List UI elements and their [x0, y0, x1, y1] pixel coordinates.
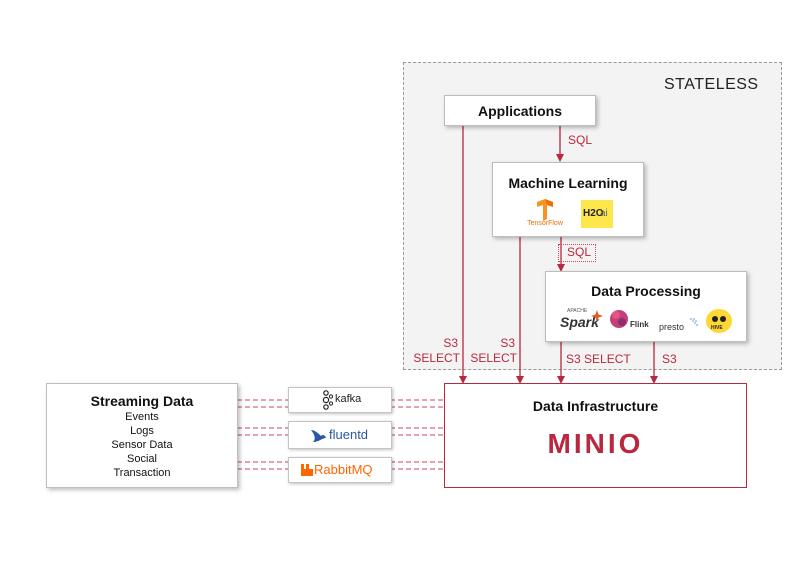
- flink-text: Flink: [630, 320, 649, 329]
- s3-select-mid-label: S3 SELECT: [467, 336, 517, 366]
- s3-select-left-label: S3 SELECT: [410, 336, 460, 366]
- streaming-dashed-lines: [237, 399, 444, 470]
- hive-text: HIVE: [711, 325, 723, 331]
- rabbitmq-icon: [301, 464, 313, 476]
- flink-squirrel-icon: [610, 310, 628, 328]
- spark-star-icon: [591, 310, 603, 322]
- sql-label-2-box: [558, 244, 596, 262]
- hive-logo: HIVE: [704, 307, 734, 335]
- streaming-item: Transaction: [113, 467, 171, 479]
- data-infrastructure-box: Data Infrastructure MINIO: [444, 383, 747, 488]
- sql-label-1: SQL: [568, 133, 593, 147]
- tensorflow-label: TensorFlow: [527, 220, 563, 227]
- fluentd-text: fluentd: [329, 427, 369, 442]
- spark-logo: APACHE Spark: [558, 308, 603, 334]
- tensorflow-icon: [537, 199, 553, 221]
- data-processing-box: Data Processing APACHE Spark Flink prest…: [545, 271, 747, 342]
- kafka-icon: [322, 390, 333, 410]
- fluentd-bird-icon: [311, 430, 326, 442]
- hive-bee-icon: [706, 309, 732, 333]
- applications-title: Applications: [477, 103, 562, 119]
- data-processing-title: Data Processing: [591, 283, 701, 299]
- s3-label: S3: [662, 352, 677, 366]
- tensorflow-logo: TensorFlow: [527, 199, 563, 231]
- rabbitmq-text: RabbitMQ: [314, 462, 373, 477]
- sql-label-2: SQL: [567, 245, 592, 259]
- streaming-data-box: Streaming Data Events Logs Sensor Data S…: [46, 383, 238, 488]
- streaming-item: Logs: [130, 425, 154, 437]
- presto-dots-icon: [690, 318, 698, 326]
- kafka-connector: kafka: [288, 387, 392, 413]
- s3-select-left-line2: SELECT: [413, 351, 460, 365]
- s3-select-mid-line1: S3: [500, 336, 515, 350]
- streaming-item: Social: [127, 453, 157, 465]
- stateless-label: STATELESS: [664, 76, 759, 93]
- machine-learning-title: Machine Learning: [508, 175, 628, 191]
- fluentd-connector: fluentd: [288, 421, 392, 449]
- minio-logo: MINIO: [547, 428, 644, 459]
- spark-small-text: APACHE: [567, 308, 588, 314]
- streaming-items: Events Logs Sensor Data Social Transacti…: [47, 410, 237, 480]
- rabbitmq-connector: RabbitMQ: [288, 457, 392, 483]
- kafka-text: kafka: [335, 393, 362, 405]
- h2o-text: H2O: [583, 208, 604, 219]
- flink-logo: Flink: [608, 306, 654, 334]
- presto-logo: presto: [659, 317, 701, 332]
- s3-select-mid-line2: SELECT: [470, 351, 517, 365]
- streaming-data-title: Streaming Data: [90, 393, 194, 409]
- streaming-item: Events: [125, 411, 159, 423]
- h2o-logo: H2O ai: [581, 200, 613, 228]
- s3-select-right-label: S3 SELECT: [566, 352, 631, 366]
- spark-text: Spark: [560, 314, 599, 330]
- s3-select-left-line1: S3: [443, 336, 458, 350]
- applications-box: Applications: [444, 95, 596, 126]
- data-infrastructure-title: Data Infrastructure: [532, 398, 659, 414]
- streaming-item: Sensor Data: [111, 439, 173, 451]
- presto-text: presto: [659, 322, 685, 332]
- machine-learning-box: Machine Learning TensorFlow H2O ai: [492, 162, 644, 237]
- h2o-ai-text: ai: [600, 208, 608, 219]
